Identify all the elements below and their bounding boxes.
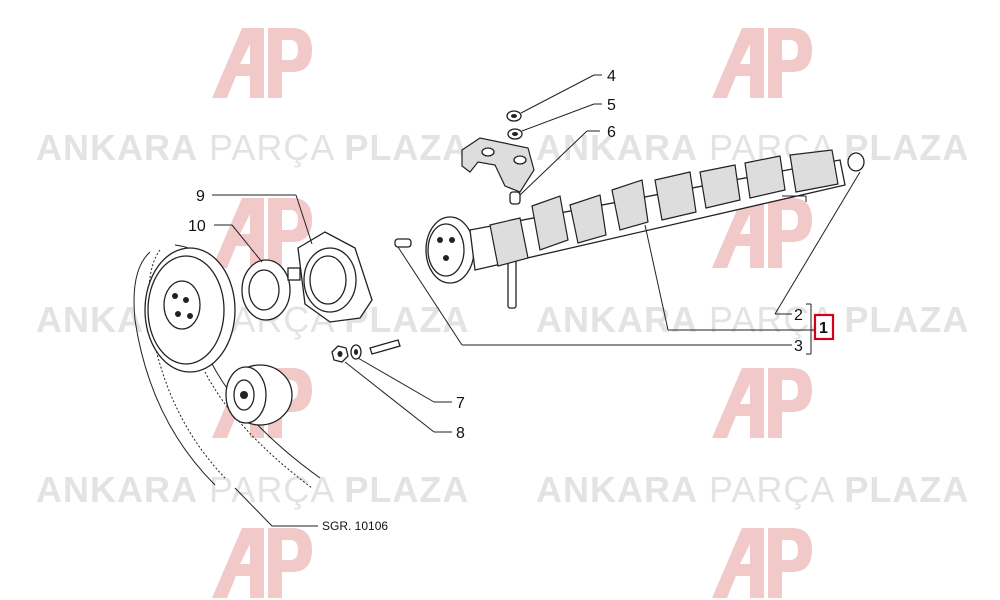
watermark-text: ANKARA PARÇA PLAZA [36,469,469,510]
watermark-texts: ANKARA PARÇA PLAZA ANKARA PARÇA PLAZA AN… [36,127,969,510]
leader-lines [212,74,861,527]
watermark-text: ANKARA PARÇA PLAZA [36,127,469,168]
watermark-logo [712,368,812,438]
dowel-pin [394,238,412,248]
stud-bolt [369,339,401,355]
camshaft-support [287,231,373,323]
camshaft [425,149,865,284]
watermark-logo [712,28,812,98]
watermark-logo [712,198,812,268]
watermark-logo [212,528,312,598]
washer-part-5 [507,128,523,140]
callout-4: 4 [607,68,616,85]
callout-1: 1 [819,320,828,337]
watermark-logo [212,28,312,98]
watermark-text: ANKARA PARÇA PLAZA [536,299,969,340]
reference-code: SGR. 10106 [322,519,388,533]
callout-3: 3 [794,338,803,355]
callout-6: 6 [607,124,616,141]
nut-part-4 [506,110,522,122]
callout-10: 10 [188,218,206,235]
callout-9: 9 [196,188,205,205]
tensioner-roller [225,364,293,426]
watermark-text: ANKARA PARÇA PLAZA [536,469,969,510]
callout-labels: 4 5 6 9 10 2 3 7 8 [188,68,803,442]
watermark-logo [712,528,812,598]
callout-8: 8 [456,425,465,442]
bearing-cap [461,137,535,193]
watermark-text: ANKARA PARÇA PLAZA [536,127,969,168]
watermark-logo [212,198,312,268]
washer [350,344,362,360]
highlighted-callout-1[interactable]: 1 [813,313,835,341]
callout-2: 2 [794,307,803,324]
camshaft-pulley [144,247,236,373]
callout-5: 5 [607,97,616,114]
highlight-box [813,313,835,341]
plug-part-6 [509,191,521,205]
oil-seal [241,259,291,321]
long-stud [507,259,517,309]
nut [331,345,349,363]
callout-7: 7 [456,395,465,412]
